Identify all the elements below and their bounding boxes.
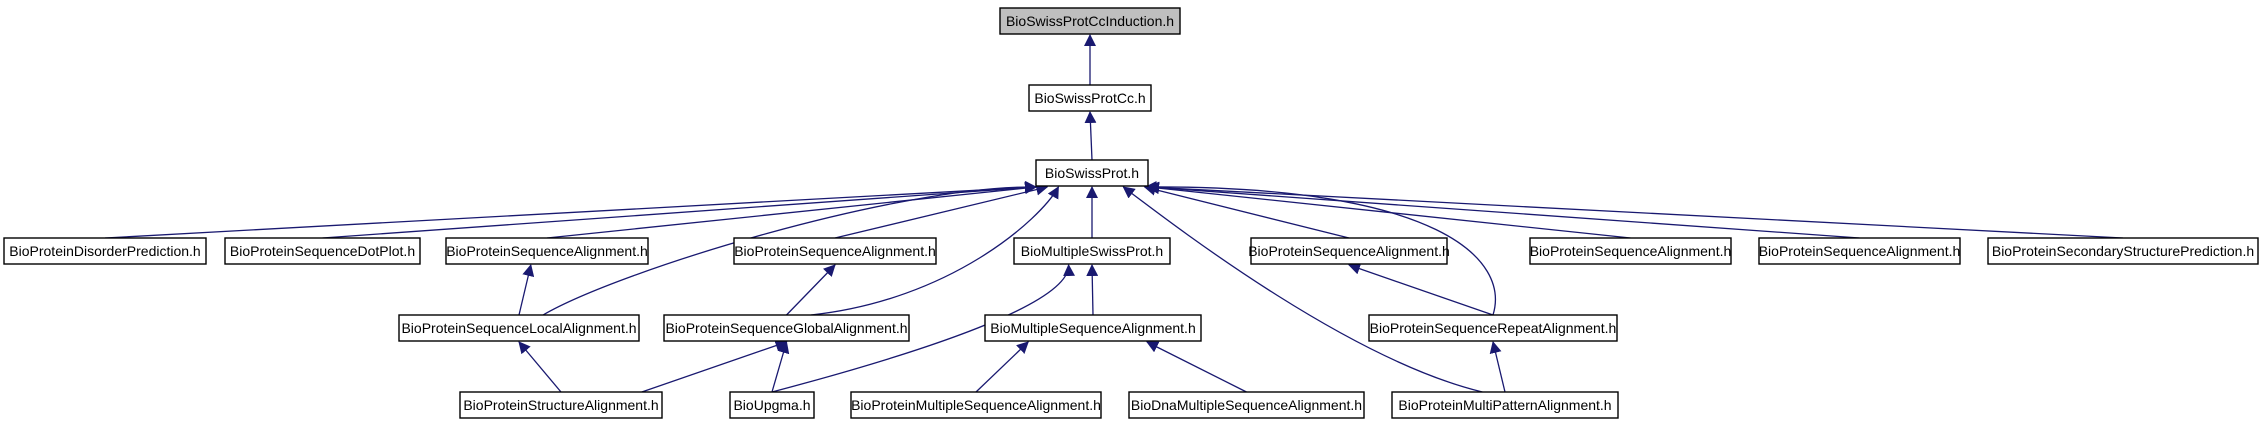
- edge-n20-to-n2: [1122, 186, 1483, 393]
- node-label: BioMultipleSwissProt.h: [1021, 243, 1163, 259]
- edge-n6-to-n2: [834, 183, 1049, 239]
- node-label: BioProteinSequenceDotPlot.h: [230, 243, 415, 259]
- edge-n11-to-n2: [1147, 181, 2124, 239]
- edge-n2-to-n1: [1084, 111, 1097, 161]
- node-box: [1028, 84, 1152, 112]
- edge-n16-to-n13: [641, 339, 788, 393]
- node-bioswissprotccinduction: BioSwissProtCcInduction.h: [999, 7, 1181, 35]
- node-label: BioProteinSequenceRepeatAlignment.h: [1370, 320, 1617, 336]
- node-box: [1250, 237, 1448, 265]
- node-bioproteinsequencealignment[interactable]: BioProteinSequenceAlignment.h: [733, 237, 937, 265]
- node-box: [663, 314, 910, 342]
- node-label: BioProteinSequenceAlignment.h: [1759, 243, 1961, 259]
- node-box: [224, 237, 421, 265]
- edge-n3-to-n2: [104, 181, 1037, 239]
- node-bioupgma[interactable]: BioUpgma.h: [729, 391, 815, 419]
- node-bioproteinsequencedotplot[interactable]: BioProteinSequenceDotPlot.h: [224, 237, 421, 265]
- node-box: [1013, 237, 1171, 265]
- node-label: BioSwissProtCc.h: [1034, 90, 1145, 106]
- node-bioproteinmultiplesequencealignment[interactable]: BioProteinMultipleSequenceAlignment.h: [850, 391, 1102, 419]
- node-box: [1368, 314, 1618, 342]
- node-label: BioProteinStructureAlignment.h: [463, 397, 658, 413]
- node-bioproteinsequencerepeatalignment[interactable]: BioProteinSequenceRepeatAlignment.h: [1368, 314, 1618, 342]
- node-label: BioProteinSequenceAlignment.h: [446, 243, 648, 259]
- node-box: [1758, 237, 1961, 265]
- node-bioproteinmultipatternalignment[interactable]: BioProteinMultiPatternAlignment.h: [1391, 391, 1619, 419]
- node-bioproteinsequencelocalalignment[interactable]: BioProteinSequenceLocalAlignment.h: [398, 314, 640, 342]
- edge-n14-to-n7: [1086, 264, 1099, 316]
- edge-n15-to-n2: [1144, 180, 1497, 316]
- node-box: [733, 237, 937, 265]
- node-bioproteinsecondarystructureprediction[interactable]: BioProteinSecondaryStructurePrediction.h: [1987, 237, 2259, 265]
- node-label: BioProteinDisorderPrediction.h: [9, 243, 200, 259]
- node-bioproteindisorderprediction[interactable]: BioProteinDisorderPrediction.h: [3, 237, 207, 265]
- node-bioproteinstructurealignment[interactable]: BioProteinStructureAlignment.h: [459, 391, 663, 419]
- node-label: BioProteinMultipleSequenceAlignment.h: [851, 397, 1101, 413]
- node-label: BioProteinSequenceAlignment.h: [1530, 243, 1732, 259]
- edge-n4-to-n2: [322, 181, 1037, 239]
- edge-n10-to-n2: [1147, 181, 1860, 239]
- edge-n12-to-n2: [542, 180, 1037, 316]
- node-label: BioMultipleSequenceAlignment.h: [990, 320, 1195, 336]
- node-bioswissprot[interactable]: BioSwissProt.h: [1035, 159, 1149, 187]
- node-label: BioSwissProt.h: [1045, 165, 1139, 181]
- node-box: [398, 314, 640, 342]
- edge-n16-to-n12: [518, 341, 562, 393]
- node-biomultiplesequencealignment[interactable]: BioMultipleSequenceAlignment.h: [984, 314, 1202, 342]
- node-box: [1035, 159, 1149, 187]
- edge-n13-to-n6: [786, 264, 836, 316]
- edge-n5-to-n2: [546, 182, 1037, 239]
- node-biomultipleswissprot[interactable]: BioMultipleSwissProt.h: [1013, 237, 1171, 265]
- node-label: BioUpgma.h: [733, 397, 810, 413]
- edge-n13-to-n2: [810, 186, 1059, 316]
- node-bioproteinsequencealignment[interactable]: BioProteinSequenceAlignment.h: [1758, 237, 1961, 265]
- edge-n17-to-n13: [771, 341, 790, 393]
- node-box: [999, 7, 1181, 35]
- node-label: BioSwissProtCcInduction.h: [1006, 13, 1174, 29]
- edge-n20-to-n15: [1489, 341, 1506, 393]
- node-box: [1987, 237, 2259, 265]
- edge-n18-to-n14: [975, 341, 1029, 393]
- node-label: BioDnaMultipleSequenceAlignment.h: [1131, 397, 1362, 413]
- node-box: [3, 237, 207, 265]
- node-bioproteinsequencealignment[interactable]: BioProteinSequenceAlignment.h: [1529, 237, 1732, 265]
- node-box: [984, 314, 1202, 342]
- node-bioproteinsequencealignment[interactable]: BioProteinSequenceAlignment.h: [1248, 237, 1450, 265]
- node-box: [1529, 237, 1732, 265]
- nodes-layer: BioSwissProtCcInduction.hBioSwissProtCc.…: [3, 7, 2259, 419]
- node-label: BioProteinSecondaryStructurePrediction.h: [1992, 243, 2254, 259]
- edge-n15-to-n8: [1348, 262, 1494, 316]
- node-biodnamultiplesequencealignment[interactable]: BioDnaMultipleSequenceAlignment.h: [1128, 391, 1365, 419]
- node-label: BioProteinSequenceLocalAlignment.h: [401, 320, 636, 336]
- node-box: [850, 391, 1102, 419]
- node-box: [1391, 391, 1619, 419]
- edge-n8-to-n2: [1143, 183, 1350, 239]
- node-box: [1128, 391, 1365, 419]
- node-box: [729, 391, 815, 419]
- node-box: [459, 391, 663, 419]
- node-label: BioProteinSequenceGlobalAlignment.h: [665, 320, 907, 336]
- edge-n19-to-n14: [1146, 341, 1247, 393]
- edges-layer: [104, 34, 2124, 393]
- node-label: BioProteinSequenceAlignment.h: [734, 243, 936, 259]
- node-bioproteinsequenceglobalalignment[interactable]: BioProteinSequenceGlobalAlignment.h: [663, 314, 910, 342]
- node-bioswissprotcc[interactable]: BioSwissProtCc.h: [1028, 84, 1152, 112]
- node-box: [445, 237, 649, 265]
- node-label: BioProteinMultiPatternAlignment.h: [1398, 397, 1611, 413]
- edge-n12-to-n5: [518, 264, 535, 316]
- node-bioproteinsequencealignment[interactable]: BioProteinSequenceAlignment.h: [445, 237, 649, 265]
- node-label: BioProteinSequenceAlignment.h: [1248, 243, 1450, 259]
